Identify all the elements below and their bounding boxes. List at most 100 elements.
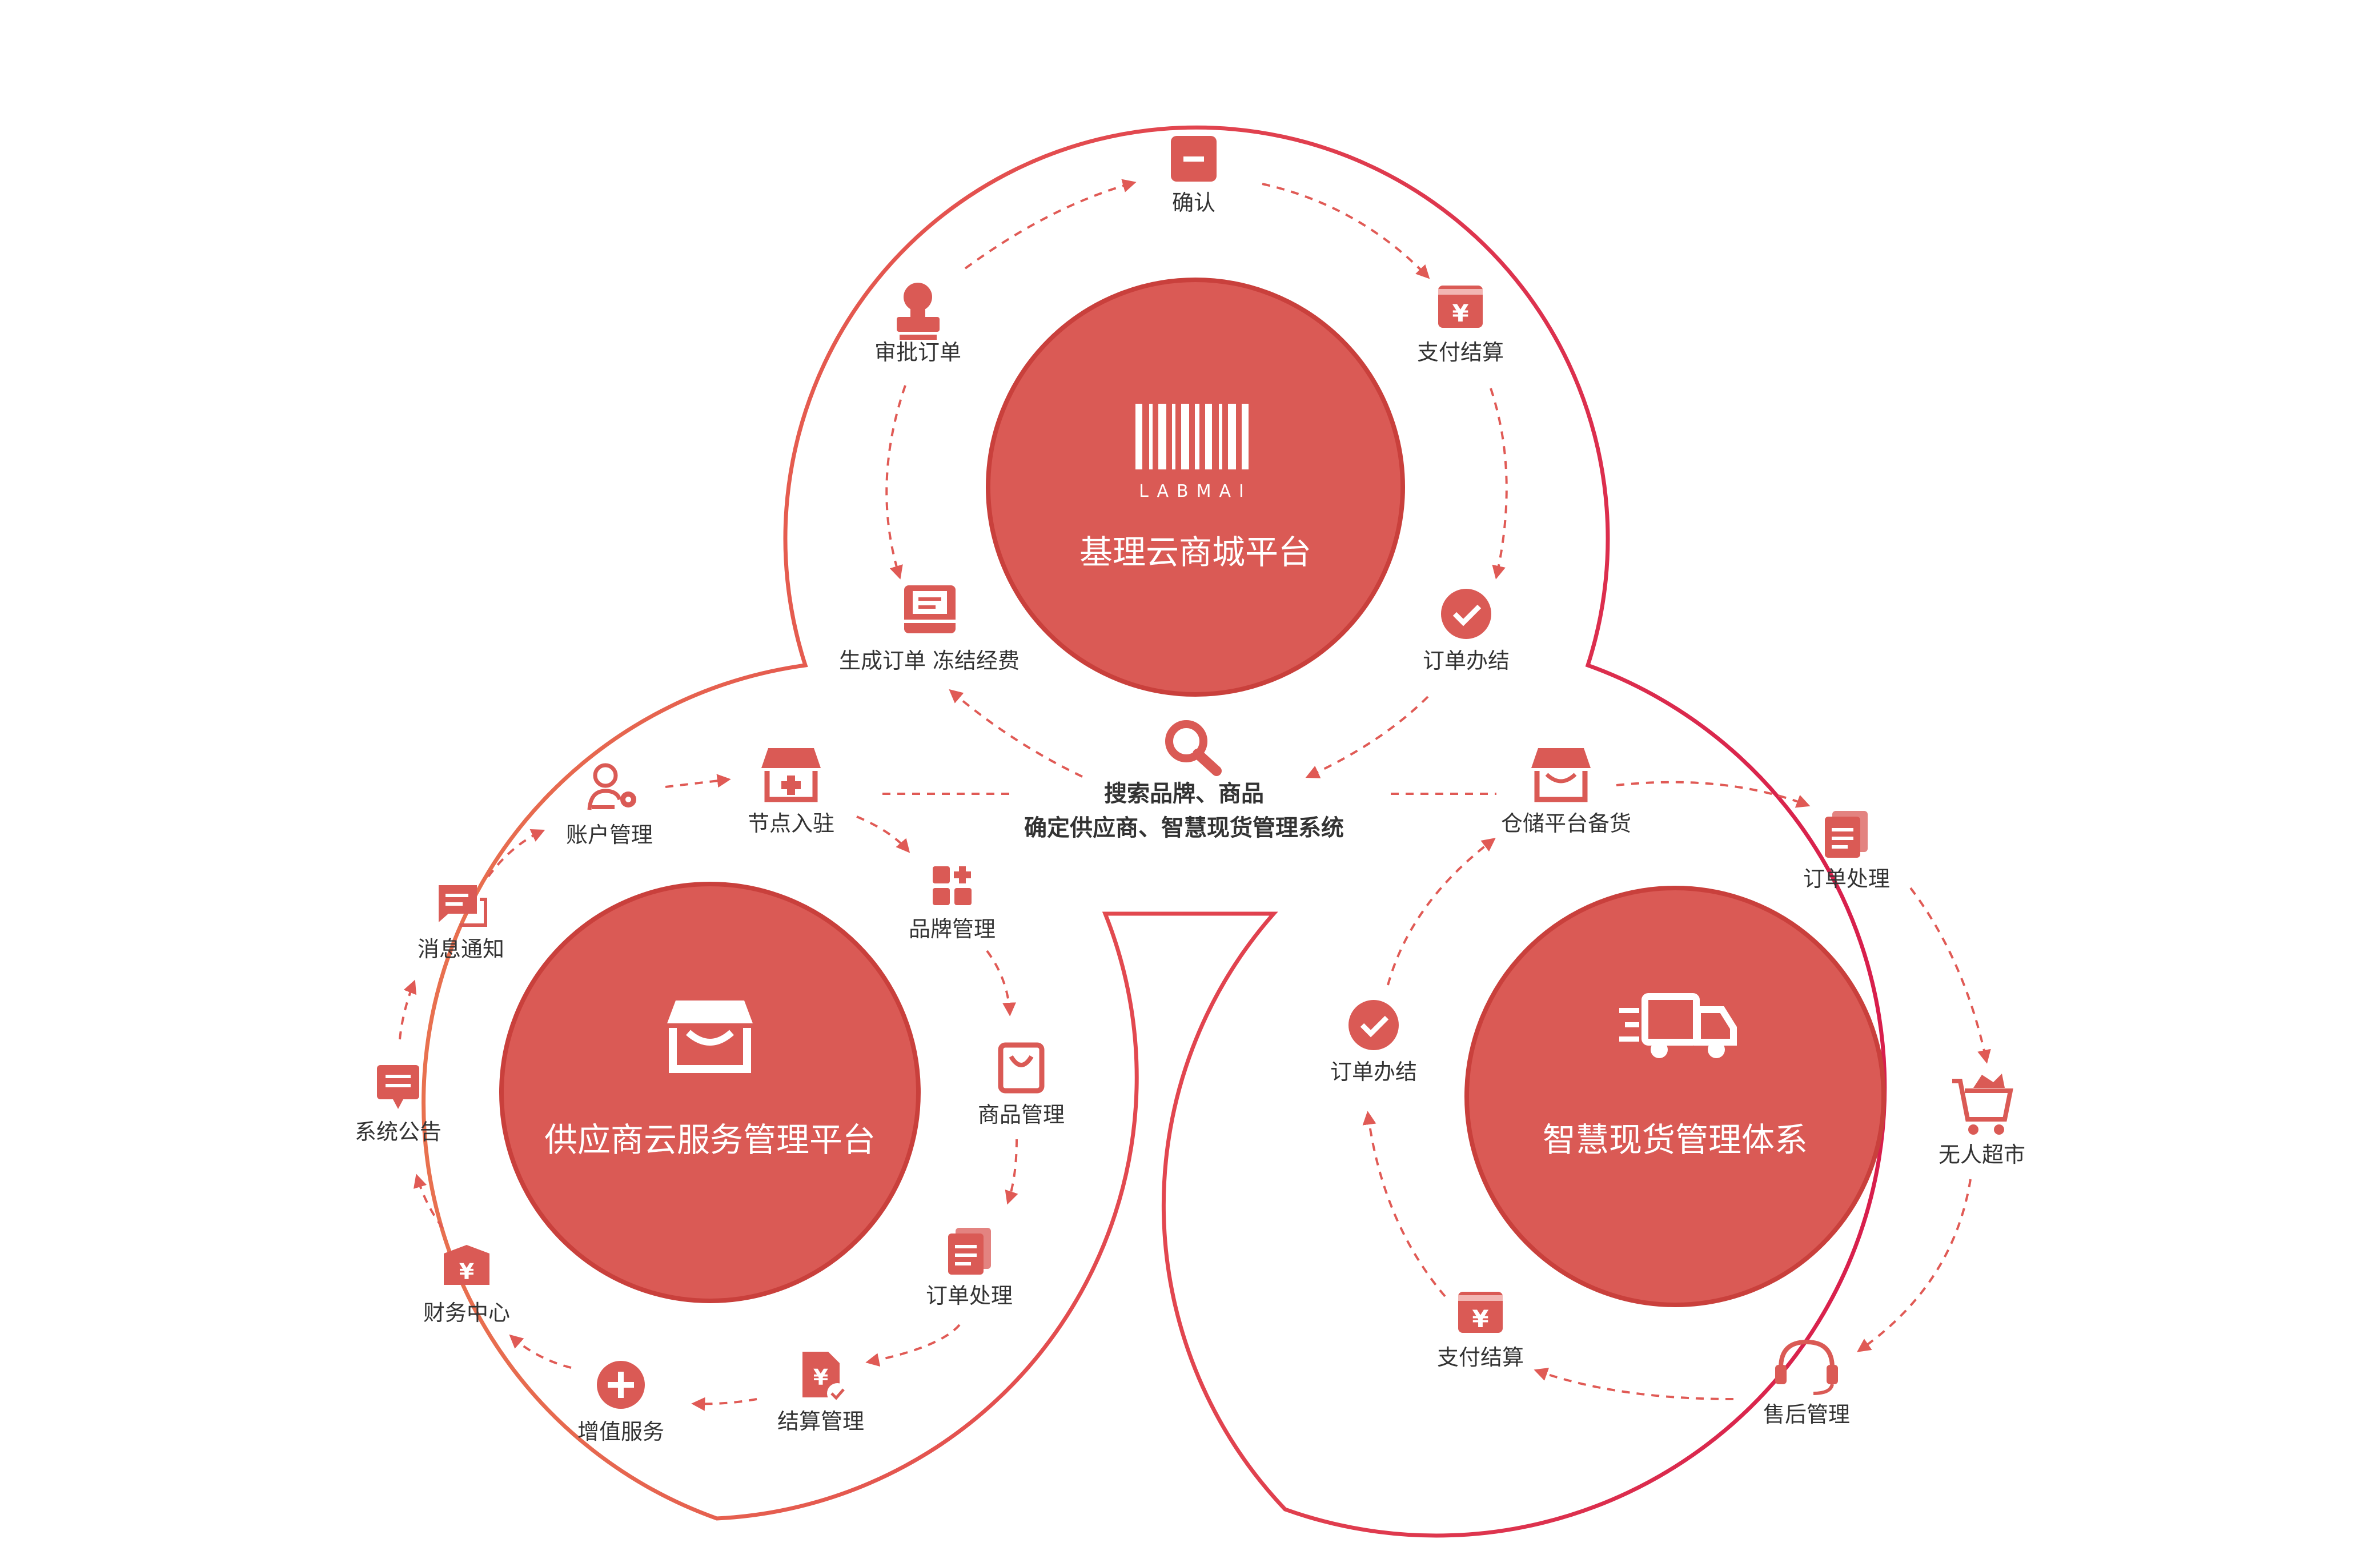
arrow xyxy=(665,774,731,788)
delivery-truck-icon xyxy=(1619,993,1737,1058)
arrow xyxy=(399,979,417,1040)
top-step-order-complete[interactable]: 订单办结 xyxy=(1423,589,1510,673)
right-step-payment[interactable]: ¥ 支付结算 xyxy=(1437,1292,1524,1370)
step-label: 增值服务 xyxy=(577,1419,664,1444)
step-label: 订单处理 xyxy=(926,1283,1013,1308)
box-minus-icon xyxy=(1171,136,1217,182)
plus-circle-icon xyxy=(597,1361,645,1409)
arrow xyxy=(1262,183,1430,279)
storefront-icon xyxy=(667,1001,753,1073)
right-step-order-processing[interactable]: 订单处理 xyxy=(1803,811,1890,891)
right-hub-title: 智慧现货管理体系 xyxy=(1543,1120,1808,1159)
top-step-create-order[interactable]: 生成订单 冻结经费 xyxy=(839,585,1020,673)
arrow xyxy=(1387,838,1496,986)
arrow xyxy=(1534,1368,1734,1400)
yuan-payment-icon: ¥ xyxy=(1458,1292,1503,1333)
trefoil-outline xyxy=(422,125,1887,1538)
left-step-order-processing[interactable]: 订单处理 xyxy=(926,1228,1013,1308)
check-circle-icon xyxy=(1348,1000,1399,1050)
arrow xyxy=(865,1324,961,1367)
grid-plus-icon xyxy=(933,866,972,905)
shopping-bag-icon xyxy=(998,1042,1045,1094)
headset-icon xyxy=(1775,1339,1838,1395)
step-label: 订单办结 xyxy=(1423,648,1510,673)
shopping-cart-icon xyxy=(1952,1074,2013,1135)
yuan-payment-icon: ¥ xyxy=(1438,286,1483,328)
arrow xyxy=(964,179,1137,270)
step-label: 支付结算 xyxy=(1437,1345,1524,1370)
step-label: 系统公告 xyxy=(355,1119,442,1144)
announcement-icon xyxy=(377,1065,419,1109)
arrow xyxy=(1909,887,1991,1064)
step-label: 无人超市 xyxy=(1938,1142,2025,1167)
store-add-icon xyxy=(761,748,821,802)
left-hub-circle xyxy=(499,882,921,1303)
top-hub-circle xyxy=(986,278,1405,697)
right-step-warehouse[interactable]: 仓储平台备货 xyxy=(1501,748,1631,836)
documents-icon xyxy=(1825,811,1868,858)
left-step-value-added[interactable]: 增值服务 xyxy=(577,1361,664,1444)
approval-stamp-icon xyxy=(897,283,940,340)
top-step-confirm[interactable]: 确认 xyxy=(1171,136,1217,215)
right-step-order-complete[interactable]: 订单办结 xyxy=(1330,1000,1417,1084)
top-hub-title: 基理云商城平台 xyxy=(1079,533,1311,572)
step-label: 审批订单 xyxy=(874,340,961,365)
svg-text:¥: ¥ xyxy=(459,1259,474,1284)
step-label: 生成订单 冻结经费 xyxy=(839,648,1020,673)
step-label: 结算管理 xyxy=(777,1409,864,1434)
step-label: 支付结算 xyxy=(1417,340,1504,365)
step-label: 售后管理 xyxy=(1763,1402,1850,1427)
search-icon xyxy=(1165,720,1222,776)
arrow xyxy=(509,1334,572,1369)
arrow xyxy=(1857,1179,1972,1352)
printer-order-icon xyxy=(904,585,956,633)
arrow xyxy=(414,1174,444,1229)
svg-text:¥: ¥ xyxy=(1452,299,1468,327)
check-circle-icon xyxy=(1441,589,1491,639)
center-search: 搜索品牌、商品 确定供应商、智慧现货管理系统 xyxy=(1024,720,1344,841)
arrow xyxy=(1005,1139,1018,1205)
left-step-finance[interactable]: ¥ 财务中心 xyxy=(423,1245,510,1325)
arrow xyxy=(986,950,1017,1016)
svg-text:¥: ¥ xyxy=(813,1365,828,1390)
left-hub-title: 供应商云服务管理平台 xyxy=(544,1120,876,1159)
step-label: 账户管理 xyxy=(566,822,653,847)
right-step-after-sales[interactable]: 售后管理 xyxy=(1763,1339,1850,1427)
labmai-barcode-logo xyxy=(1135,404,1249,469)
step-label: 商品管理 xyxy=(978,1102,1065,1127)
arrow xyxy=(1362,1111,1446,1297)
left-step-account[interactable]: 账户管理 xyxy=(566,763,653,847)
svg-text:¥: ¥ xyxy=(1472,1305,1488,1333)
left-step-announcement[interactable]: 系统公告 xyxy=(355,1065,442,1144)
center-text-line1: 搜索品牌、商品 xyxy=(1104,781,1264,807)
left-step-node-join[interactable]: 节点入驻 xyxy=(748,748,834,836)
yuan-document-check-icon: ¥ xyxy=(802,1352,848,1404)
user-gear-icon xyxy=(587,763,636,810)
arrow xyxy=(1616,781,1811,808)
top-step-payment[interactable]: ¥ 支付结算 xyxy=(1417,286,1504,365)
left-step-product[interactable]: 商品管理 xyxy=(978,1042,1065,1127)
step-label: 财务中心 xyxy=(423,1300,510,1325)
arrow xyxy=(856,815,910,853)
right-hub-circle xyxy=(1464,886,1886,1307)
left-step-brand[interactable]: 品牌管理 xyxy=(909,866,996,942)
top-step-approve-order[interactable]: 审批订单 xyxy=(874,283,961,365)
documents-icon xyxy=(948,1228,991,1275)
arrow xyxy=(487,829,545,878)
step-label: 节点入驻 xyxy=(748,811,834,836)
step-label: 消息通知 xyxy=(418,937,504,962)
arrow xyxy=(885,385,906,580)
yuan-shield-icon: ¥ xyxy=(444,1245,489,1285)
arrow xyxy=(691,1397,757,1411)
message-icon xyxy=(439,885,487,927)
left-step-message[interactable]: 消息通知 xyxy=(418,885,504,962)
left-step-settlement[interactable]: ¥ 结算管理 xyxy=(777,1352,864,1434)
warehouse-store-icon xyxy=(1531,748,1591,802)
arrow xyxy=(1305,696,1429,778)
logo-text: LABMAI xyxy=(1139,481,1252,501)
step-label: 仓储平台备货 xyxy=(1501,811,1631,836)
arrow xyxy=(949,689,1083,778)
right-step-unmanned-store[interactable]: 无人超市 xyxy=(1938,1074,2025,1167)
step-label: 订单处理 xyxy=(1803,866,1890,891)
